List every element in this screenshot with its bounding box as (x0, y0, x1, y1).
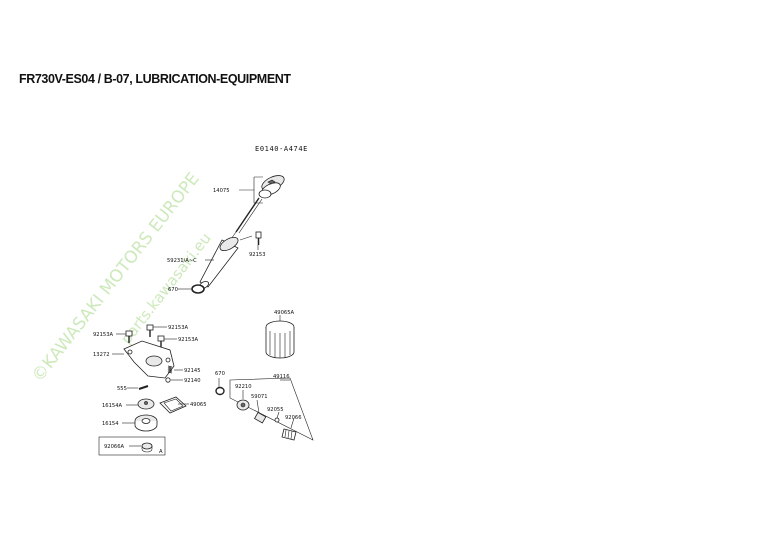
label-59071[interactable]: 59071 (251, 394, 268, 400)
label-16154[interactable]: 16154 (102, 421, 119, 427)
label-92210[interactable]: 92210 (235, 384, 252, 390)
plug-92066[interactable] (281, 428, 297, 441)
label-13272[interactable]: 13272 (93, 352, 110, 358)
bolt-92153[interactable] (255, 231, 262, 245)
label-14075[interactable]: 14075 (213, 188, 230, 194)
rotor-16154[interactable] (134, 414, 158, 432)
label-92153A-1[interactable]: 92153A (168, 325, 189, 331)
o-ring-670-top[interactable] (191, 284, 205, 294)
label-670-top[interactable]: 670 (168, 287, 178, 293)
oil-filter-part[interactable] (265, 320, 295, 359)
label-49116[interactable]: 49116 (273, 374, 290, 380)
ball-92140[interactable] (165, 377, 171, 383)
o-ring-670-lower[interactable] (215, 386, 225, 396)
label-59231[interactable]: 59231/A~C (167, 258, 197, 264)
gasket-49065[interactable] (159, 396, 187, 414)
label-A[interactable]: A (159, 449, 163, 455)
filter-nipple-92210[interactable] (236, 399, 250, 411)
bolt-92153A-1[interactable] (146, 324, 154, 337)
box-92066A (98, 436, 166, 456)
diagram-code: E0140-A474E (255, 145, 308, 153)
rotor-16154A[interactable] (137, 398, 155, 410)
dipstick-part[interactable] (228, 172, 286, 243)
valve-59071[interactable] (253, 411, 267, 424)
assembly-49116-frame (229, 377, 314, 441)
label-92153A-3[interactable]: 92153A (178, 337, 199, 343)
pin-555[interactable] (138, 385, 149, 390)
label-92140[interactable]: 92140 (184, 378, 201, 384)
spring-92145[interactable] (167, 365, 173, 374)
label-92055[interactable]: 92055 (267, 407, 284, 413)
o-ring-92055[interactable] (274, 417, 280, 423)
label-670-lower[interactable]: 670 (215, 371, 225, 377)
label-49065[interactable]: 49065 (190, 402, 207, 408)
plug-92066A[interactable] (141, 442, 153, 453)
label-92145[interactable]: 92145 (184, 368, 201, 374)
label-92066[interactable]: 92066 (285, 415, 302, 421)
bolt-92153A-2[interactable] (125, 330, 133, 343)
watermark: ©KAWASAKI MOTORS EUROPE parts.kawasaki.e… (28, 169, 215, 386)
label-92153A-2[interactable]: 92153A (93, 332, 114, 338)
label-16154A[interactable]: 16154A (102, 403, 123, 409)
page-title: FR730V-ES04 / B-07, LUBRICATION-EQUIPMEN… (19, 72, 291, 86)
oil-pump-cover[interactable] (123, 340, 175, 379)
label-555[interactable]: 555 (117, 386, 127, 392)
label-92066A[interactable]: 92066A (104, 444, 125, 450)
label-92153[interactable]: 92153 (249, 252, 266, 258)
label-49065A[interactable]: 49065A (274, 310, 295, 316)
